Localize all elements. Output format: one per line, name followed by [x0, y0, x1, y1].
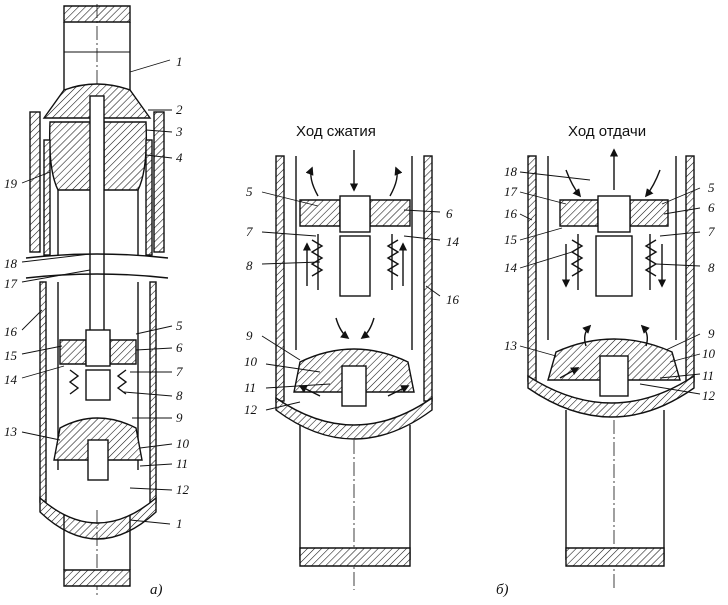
callout-a-8: 8 [176, 388, 183, 403]
callout-c-7: 7 [708, 224, 715, 239]
panel-a-full-shock [25, 4, 169, 596]
callout-c-16: 16 [504, 206, 518, 221]
callout-c-8: 8 [708, 260, 715, 275]
callouts-panel-b: 5 6 7 14 8 16 9 10 11 12 [244, 184, 460, 417]
callout-a-17: 17 [4, 276, 18, 291]
callout-c-17: 17 [504, 184, 518, 199]
callout-a-1-top: 1 [176, 54, 183, 69]
panel-b-compression [275, 150, 433, 590]
caption-a: а) [150, 582, 163, 598]
callout-a-13: 13 [4, 424, 18, 439]
callout-c-18: 18 [504, 164, 518, 179]
callout-a-10: 10 [176, 436, 190, 451]
callout-b-16: 16 [446, 292, 460, 307]
piston-rod [89, 95, 105, 337]
callout-a-18: 18 [4, 256, 18, 271]
title-compression-stroke: Ход сжатия [296, 123, 376, 140]
callout-a-1-bottom: 1 [176, 516, 183, 531]
callout-a-12: 12 [176, 482, 190, 497]
callout-b-14: 14 [446, 234, 460, 249]
callout-b-10: 10 [244, 354, 258, 369]
bottom-eye-bushing [63, 569, 131, 587]
casing-left [29, 111, 41, 253]
callout-a-5: 5 [176, 318, 183, 333]
callout-c-6: 6 [708, 200, 715, 215]
callout-c-13: 13 [504, 338, 518, 353]
callout-c-10: 10 [702, 346, 716, 361]
callout-c-11: 11 [702, 368, 714, 383]
caption-b: б) [496, 582, 509, 598]
seal-left [49, 121, 93, 191]
callout-c-9: 9 [708, 326, 715, 341]
callout-a-14: 14 [4, 372, 18, 387]
callout-c-5: 5 [708, 180, 715, 195]
casing-right [153, 111, 165, 253]
callout-b-8: 8 [246, 258, 253, 273]
callout-a-19: 19 [4, 176, 18, 191]
callouts-panel-c: 18 17 5 16 6 15 7 14 8 9 13 10 11 12 [504, 164, 716, 403]
panel-c-rebound [527, 148, 695, 590]
bottom-cup [39, 496, 157, 540]
callout-b-11: 11 [244, 380, 256, 395]
callout-a-4: 4 [176, 150, 183, 165]
callout-c-14: 14 [504, 260, 518, 275]
callout-b-12: 12 [244, 402, 258, 417]
callout-a-16: 16 [4, 324, 18, 339]
callout-a-7: 7 [176, 364, 183, 379]
callout-b-9: 9 [246, 328, 253, 343]
piston-nut [85, 329, 111, 367]
callout-c-15: 15 [504, 232, 518, 247]
callout-b-6: 6 [446, 206, 453, 221]
callout-a-9: 9 [176, 410, 183, 425]
callout-c-12: 12 [702, 388, 716, 403]
seal-right [103, 121, 147, 191]
callout-a-3: 3 [175, 124, 183, 139]
callout-a-6: 6 [176, 340, 183, 355]
title-rebound-stroke: Ход отдачи [568, 123, 646, 140]
callouts-panel-a: 1 2 3 4 19 18 17 16 5 15 6 14 7 8 9 13 1… [4, 54, 190, 531]
callout-b-5: 5 [246, 184, 253, 199]
callout-a-2: 2 [176, 102, 183, 117]
callout-a-15: 15 [4, 348, 18, 363]
compression-valve [53, 417, 143, 461]
callout-a-11: 11 [176, 456, 188, 471]
callout-b-7: 7 [246, 224, 253, 239]
